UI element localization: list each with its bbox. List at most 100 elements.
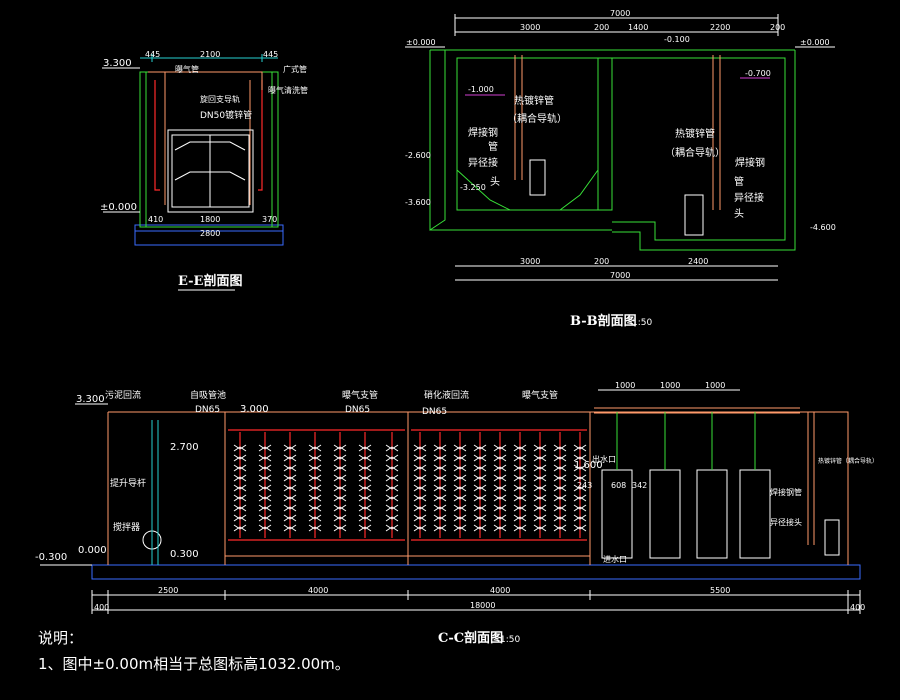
diffuser-element bbox=[413, 474, 427, 482]
diffuser-element bbox=[533, 494, 547, 502]
diffuser-element bbox=[385, 504, 399, 512]
ee-dim-b2: 1800 bbox=[200, 215, 220, 224]
ee-diffuser-frame bbox=[167, 129, 254, 213]
diffuser-element bbox=[233, 454, 247, 462]
diffuser-element bbox=[553, 494, 567, 502]
diffuser-element bbox=[413, 484, 427, 492]
diffuser-element bbox=[433, 454, 447, 462]
cc-base-slab bbox=[91, 564, 861, 580]
diffuser-element bbox=[493, 484, 507, 492]
cc-label-10: 搅拌器 bbox=[113, 521, 140, 533]
ee-label-3: 旋回支导轨 bbox=[200, 94, 240, 104]
ee-base-slab bbox=[134, 224, 284, 246]
section-e-e: 445 2100 445 3.300 ±0.000 曝气管 广式管 旋回支导轨 … bbox=[100, 50, 308, 291]
diffuser-element bbox=[333, 474, 347, 482]
diffuser-element bbox=[573, 444, 587, 452]
cc-label-12: 进水口 bbox=[603, 554, 627, 564]
section-b-b: 7000 3000 200 1400 2200 200 ±0.000 ±0.00… bbox=[405, 9, 836, 329]
diffuser-element bbox=[358, 454, 372, 462]
notes-line1: 1、图中±0.00m相当于总图标高1032.00m。 bbox=[38, 655, 350, 673]
diffuser-element bbox=[233, 464, 247, 472]
diffuser-element bbox=[258, 504, 272, 512]
cc-top-dim-2: 1000 bbox=[660, 381, 680, 390]
ee-dim-b1: 410 bbox=[148, 215, 163, 224]
bb-label-r6: 头 bbox=[734, 208, 744, 220]
diffuser-element bbox=[433, 494, 447, 502]
diffuser-element bbox=[433, 504, 447, 512]
cc-tank-walls bbox=[107, 411, 849, 565]
cc-label-14: 异径接头 bbox=[770, 517, 802, 527]
diffuser-element bbox=[385, 484, 399, 492]
diffuser-element bbox=[573, 514, 587, 522]
cc-top-dim-3: 1000 bbox=[705, 381, 725, 390]
cc-bdim-total: 18000 bbox=[470, 601, 495, 610]
cc-label-15: 热镀锌管（耦合导轨） bbox=[818, 457, 878, 465]
diffuser-element bbox=[493, 474, 507, 482]
diffuser-element bbox=[308, 454, 322, 462]
cc-elev-zero: 0.000 bbox=[78, 545, 107, 556]
diffuser-element bbox=[573, 474, 587, 482]
diffuser-element bbox=[553, 524, 567, 532]
diffuser-element bbox=[333, 444, 347, 452]
diffuser-element bbox=[573, 504, 587, 512]
diffuser-element bbox=[333, 524, 347, 532]
cc-label-4: 曝气支管 bbox=[342, 389, 378, 401]
diffuser-element bbox=[283, 474, 297, 482]
diffuser-element bbox=[493, 454, 507, 462]
bb-label-l6: 头 bbox=[490, 176, 500, 188]
membrane-module bbox=[739, 469, 771, 559]
cc-top-dim-1: 1000 bbox=[615, 381, 635, 390]
diffuser-element bbox=[358, 474, 372, 482]
diffuser-element bbox=[283, 494, 297, 502]
diffuser-element bbox=[513, 474, 527, 482]
bb-elev-r1: -0.700 bbox=[745, 69, 771, 78]
cc-elev-inner: 2.700 bbox=[170, 442, 199, 453]
cc-bdim-1: 400 bbox=[94, 603, 109, 612]
diffuser-element bbox=[533, 454, 547, 462]
diffuser-element bbox=[413, 444, 427, 452]
bb-title: B-B剖面图 bbox=[570, 313, 637, 329]
ee-water-pipe-right bbox=[258, 80, 263, 191]
cc-bdim-3: 4000 bbox=[308, 586, 328, 595]
diffuser-element bbox=[473, 514, 487, 522]
diffuser-element bbox=[533, 444, 547, 452]
ee-dim-top-2: 2100 bbox=[200, 50, 220, 59]
diffuser-element bbox=[385, 494, 399, 502]
cc-label-9: 提升导杆 bbox=[110, 477, 146, 489]
diffuser-element bbox=[233, 514, 247, 522]
diffuser-element bbox=[473, 484, 487, 492]
diffuser-element bbox=[473, 444, 487, 452]
diffuser-element bbox=[283, 504, 297, 512]
bb-label-l2: （耦合导轨） bbox=[507, 112, 567, 125]
ee-label-4: DN50镀锌管 bbox=[200, 109, 252, 121]
diffuser-element bbox=[283, 484, 297, 492]
cc-bdim-5: 5500 bbox=[710, 586, 730, 595]
diffuser-element bbox=[433, 484, 447, 492]
ee-title: E-E剖面图 bbox=[178, 273, 242, 289]
diffuser-element bbox=[333, 494, 347, 502]
cc-label-5: DN65 bbox=[345, 405, 370, 415]
diffuser-element bbox=[473, 474, 487, 482]
diffuser-element bbox=[493, 444, 507, 452]
ee-aeration-pipe bbox=[148, 71, 263, 90]
bb-label-l4: 管 bbox=[488, 140, 498, 153]
diffuser-element bbox=[553, 484, 567, 492]
bb-elev-l4: -3.600 bbox=[405, 198, 431, 207]
diffuser-element bbox=[413, 494, 427, 502]
diffuser-element bbox=[358, 514, 372, 522]
membrane-module bbox=[696, 469, 728, 559]
cc-small-dim-3: 342 bbox=[632, 481, 647, 490]
diffuser-element bbox=[433, 464, 447, 472]
bb-pump-right bbox=[684, 194, 704, 236]
ee-dim-top-3: 445 bbox=[263, 50, 278, 59]
diffuser-element bbox=[453, 444, 467, 452]
ee-water-pipe-left bbox=[154, 80, 160, 191]
diffuser-element bbox=[308, 514, 322, 522]
diffuser-element bbox=[453, 494, 467, 502]
diffuser-element bbox=[433, 444, 447, 452]
diffuser-element bbox=[283, 524, 297, 532]
bb-label-r5: 异径接 bbox=[734, 191, 764, 204]
membrane-module bbox=[649, 469, 681, 559]
diffuser-element bbox=[283, 514, 297, 522]
